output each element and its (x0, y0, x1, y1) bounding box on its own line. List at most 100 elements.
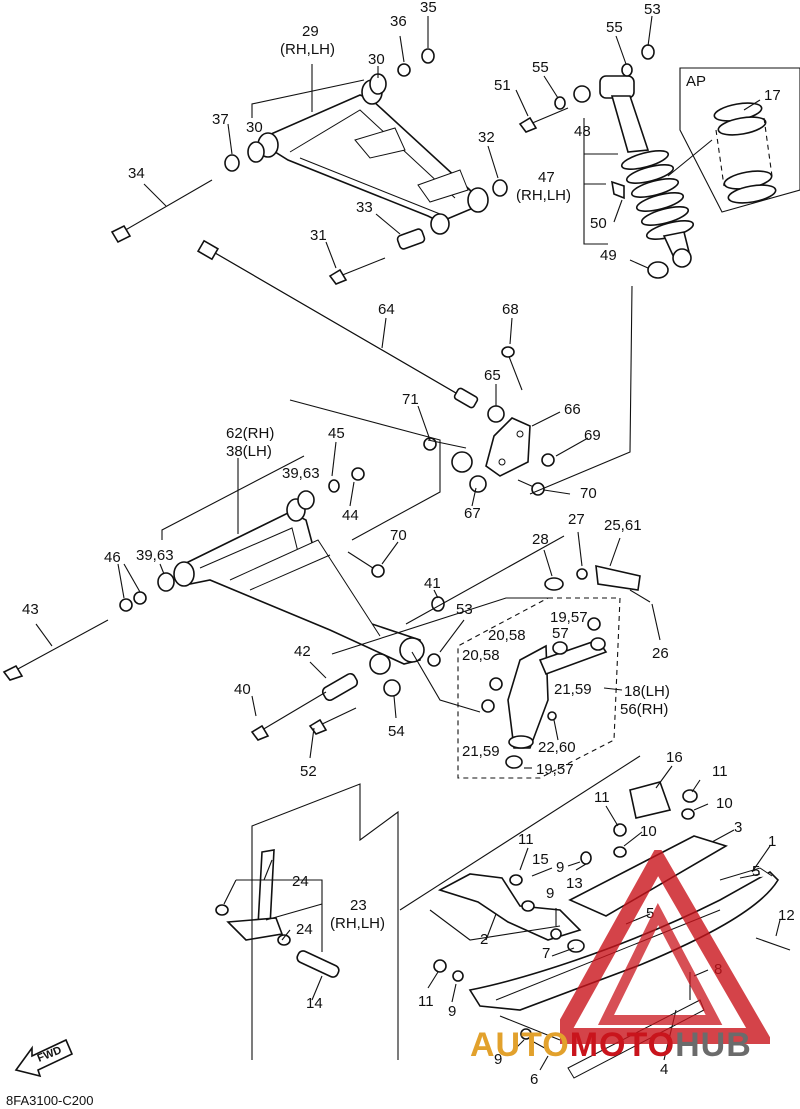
diagram-code: 8FA3100-C200 (6, 1093, 94, 1108)
callout-23-sub: (RH,LH) (330, 915, 385, 932)
watermark-part1: AUTO (470, 1026, 570, 1064)
callout-52: 52 (300, 763, 317, 780)
callout-47: 47 (538, 169, 555, 186)
bolt-34 (110, 179, 213, 244)
callout-29: 29 (302, 23, 319, 40)
callout-53: 53 (644, 1, 661, 18)
callout-41: 41 (424, 575, 441, 592)
callout-53b: 53 (456, 601, 473, 618)
callout-19-57a: 19,57 (550, 609, 588, 626)
callout-26: 26 (652, 645, 669, 662)
callout-32: 32 (478, 129, 495, 146)
callout-10a: 10 (716, 795, 733, 812)
callout-30b: 30 (246, 119, 263, 136)
upper-arm-assembly (257, 79, 489, 235)
inset-label: AP (686, 73, 707, 90)
bolt-52 (308, 707, 357, 735)
callout-9c: 9 (448, 1003, 457, 1020)
callout-20-58b: 20,58 (462, 647, 500, 664)
bolt-40 (250, 691, 327, 741)
callout-45: 45 (328, 425, 345, 442)
callout-9b: 9 (546, 885, 555, 902)
callout-23: 23 (350, 897, 367, 914)
shock-absorber (599, 75, 695, 279)
callout-4: 4 (660, 1061, 669, 1078)
callout-42: 42 (294, 643, 311, 660)
callout-65: 65 (484, 367, 501, 384)
callout-38: 38(LH) (226, 443, 272, 460)
callout-56: 56(RH) (620, 701, 669, 718)
callout-44: 44 (342, 507, 359, 524)
callout-54: 54 (388, 723, 405, 740)
callout-34: 34 (128, 165, 145, 182)
watermark-logo-icon (560, 850, 770, 1044)
callout-57: 57 (552, 625, 569, 642)
callout-6: 6 (530, 1071, 539, 1088)
callout-30a: 30 (368, 51, 385, 68)
callout-1: 1 (768, 833, 777, 850)
lower-arm-assembly (173, 498, 425, 675)
callout-21-59a: 21,59 (554, 681, 592, 698)
callout-10b: 10 (640, 823, 657, 840)
watermark-text: AUTOMOTOHUB (470, 1028, 752, 1062)
callout-68: 68 (502, 301, 519, 318)
bolt-70b (347, 551, 385, 578)
bolt-51 (518, 107, 569, 133)
bolt-43 (2, 619, 109, 681)
callout-47-sub: (RH,LH) (516, 187, 571, 204)
callout-11a: 11 (712, 763, 728, 780)
callout-17: 17 (764, 87, 781, 104)
spindle-18 (507, 639, 608, 749)
callout-66: 66 (564, 401, 581, 418)
callout-55b: 55 (532, 59, 549, 76)
callout-37: 37 (212, 111, 229, 128)
bracket-66 (485, 346, 531, 477)
callout-9a: 9 (556, 859, 565, 876)
callout-3: 3 (734, 819, 743, 836)
spring-inset-box (679, 67, 800, 213)
callout-70a: 70 (580, 485, 597, 502)
callout-20-58a: 20,58 (488, 627, 526, 644)
callout-71: 71 (402, 391, 419, 408)
callout-19-57b: 19,57 (536, 761, 574, 778)
callout-39-63a: 39,63 (282, 465, 320, 482)
callout-27: 27 (568, 511, 585, 528)
callout-70b: 70 (390, 527, 407, 544)
callout-35: 35 (420, 0, 437, 16)
callout-16: 16 (666, 749, 683, 766)
callout-31: 31 (310, 227, 327, 244)
watermark-part2: MOTO (569, 1026, 676, 1064)
callout-67: 67 (464, 505, 481, 522)
callout-13: 13 (566, 875, 583, 892)
watermark-part3: HUB (675, 1026, 752, 1064)
callout-9d: 9 (494, 1051, 503, 1068)
callout-11d: 11 (418, 993, 434, 1010)
strut-23 (226, 849, 284, 941)
callout-11c: 11 (518, 831, 534, 848)
leader-lines (35, 15, 781, 1071)
callout-48: 48 (574, 123, 591, 140)
callout-69: 69 (584, 427, 601, 444)
callout-21-59b: 21,59 (462, 743, 500, 760)
callout-12: 12 (778, 907, 795, 924)
callout-22-60: 22,60 (538, 739, 576, 756)
callout-18: 18(LH) (624, 683, 670, 700)
callout-24b: 24 (296, 921, 313, 938)
callout-55a: 55 (606, 19, 623, 36)
callout-43: 43 (22, 601, 39, 618)
callout-50: 50 (590, 215, 607, 232)
callout-15: 15 (532, 851, 549, 868)
callout-11b: 11 (594, 789, 610, 806)
callout-46: 46 (104, 549, 121, 566)
callout-24a: 24 (292, 873, 309, 890)
callout-36: 36 (390, 13, 407, 30)
rod-64 (196, 239, 479, 409)
callout-64: 64 (378, 301, 395, 318)
callout-5b: 5 (646, 905, 655, 922)
bolt-31 (328, 257, 386, 285)
callout-33: 33 (356, 199, 373, 216)
callout-28: 28 (532, 531, 549, 548)
callout-39-63b: 39,63 (136, 547, 174, 564)
